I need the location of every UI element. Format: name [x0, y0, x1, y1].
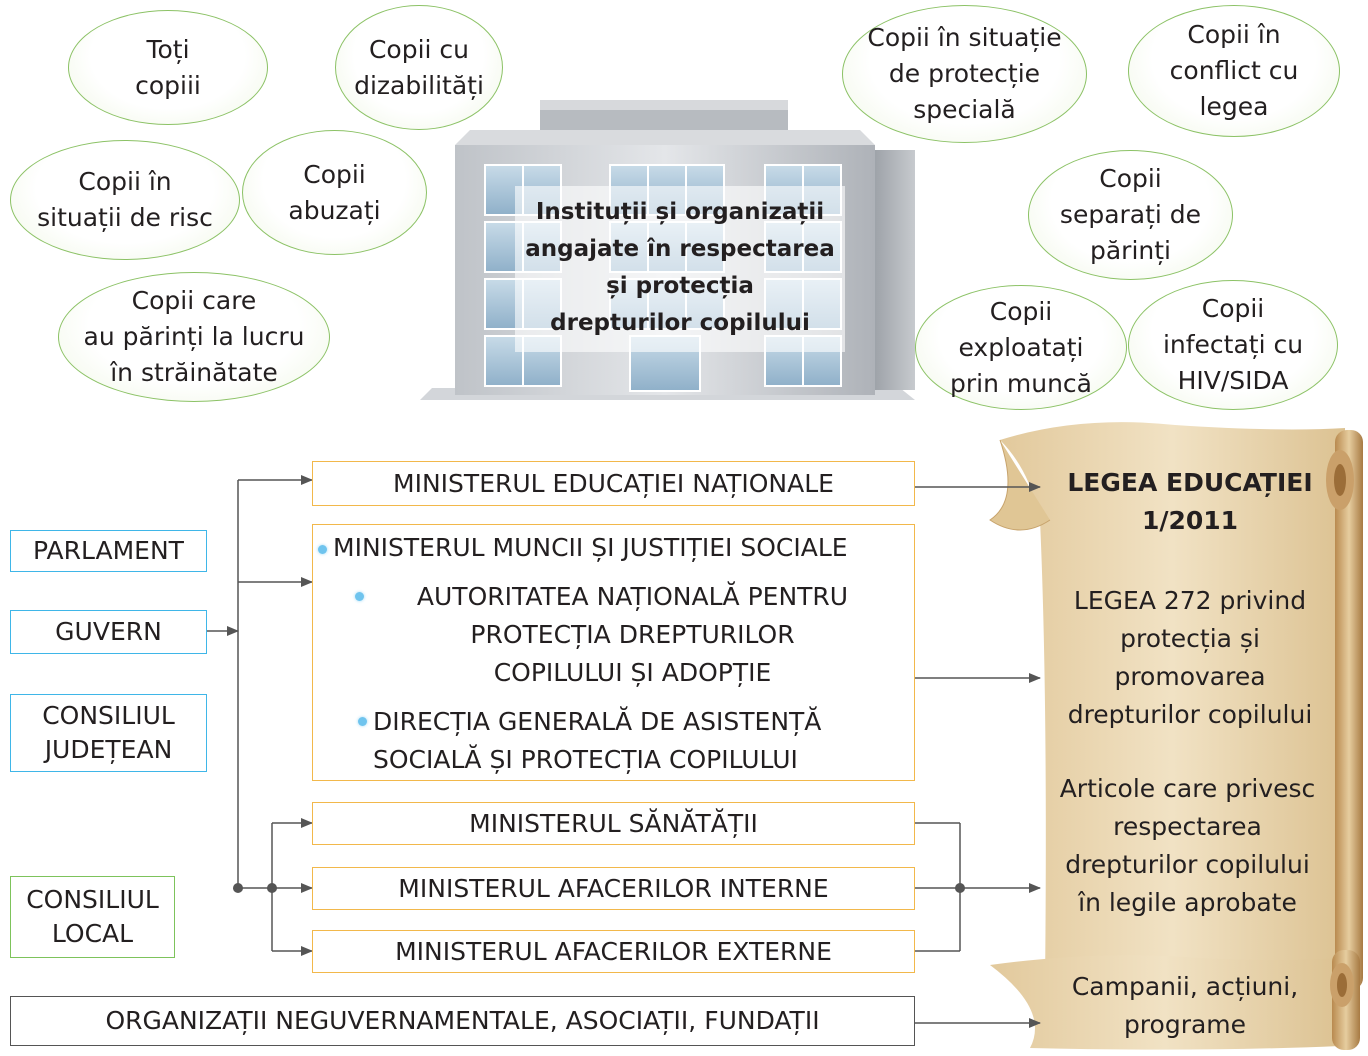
bubble-dizabilitati: Copii cu dizabilități — [335, 5, 503, 130]
consiliul-local-box: CONSILIUL LOCAL — [10, 876, 175, 958]
articole-text: Articole care privesc respectarea dreptu… — [1059, 774, 1316, 917]
legea-272-text: LEGEA 272 privind protecția și promovare… — [1067, 586, 1313, 729]
ong-box: ORGANIZAȚII NEGUVERNAMENTALE, ASOCIAȚII,… — [10, 996, 915, 1046]
bubble-separati-parinti: Copii separați de părinți — [1028, 150, 1233, 280]
bubble-conflict-legea: Copii în conflict cu legea — [1128, 5, 1340, 137]
ministerul-afacerilor-externe-box: MINISTERUL AFACERILOR EXTERNE — [312, 930, 915, 973]
building-graphic — [420, 100, 915, 400]
bubble-toti-copiii: Toți copiii — [68, 10, 268, 125]
ministerul-educatiei-box: MINISTERUL EDUCAȚIEI NAȚIONALE — [312, 461, 915, 506]
bubble-situatii-risc: Copii în situații de risc — [10, 140, 240, 260]
bubble-protectie-speciala: Copii în situație de protecție specială — [842, 5, 1087, 143]
bullet-icon — [355, 592, 364, 601]
bubble-abuzati: Copii abuzați — [242, 130, 427, 255]
ministerul-sanatatii-box: MINISTERUL SĂNĂTĂȚII — [312, 802, 915, 845]
ministerul-muncii-group — [312, 524, 915, 781]
building-label: Instituții și organizații angajate în re… — [525, 199, 835, 336]
ministerul-muncii-label: MINISTERUL MUNCII ȘI JUSTIȚIEI SOCIALE — [318, 530, 913, 566]
campanii-text: Campanii, acțiuni, programe — [1071, 972, 1299, 1039]
large-scroll-graphic — [989, 422, 1363, 990]
bullet-icon — [358, 717, 367, 726]
directia-label: DIRECȚIA GENERALĂ DE ASISTENȚĂ SOCIALĂ Ș… — [358, 703, 888, 779]
bullet-icon — [318, 544, 327, 554]
guvern-box: GUVERN — [10, 610, 207, 654]
consiliul-judetean-box: CONSILIUL JUDEȚEAN — [10, 694, 207, 772]
parlament-box: PARLAMENT — [10, 530, 207, 572]
small-scroll-graphic — [990, 950, 1360, 1050]
ministerul-afacerilor-interne-box: MINISTERUL AFACERILOR INTERNE — [312, 867, 915, 910]
bubble-exploatati: Copii exploatați prin muncă — [915, 285, 1127, 410]
bubble-hiv-sida: Copii infectați cu HIV/SIDA — [1128, 280, 1338, 410]
legea-educatiei-text: LEGEA EDUCAȚIEI 1/2011 — [1067, 468, 1313, 535]
autoritatea-label: AUTORITATEA NAȚIONALĂ PENTRU PROTECȚIA D… — [355, 578, 895, 692]
bubble-parinti-strainatate: Copii care au părinți la lucru în străin… — [58, 272, 330, 402]
